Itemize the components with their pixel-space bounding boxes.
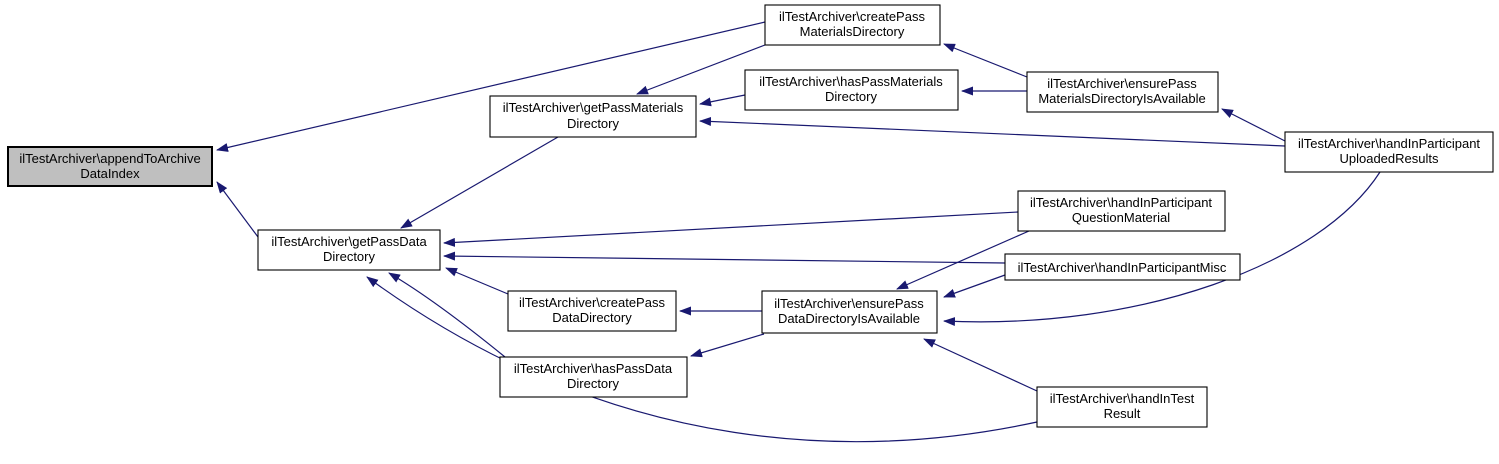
edge-createPassDataDirectory-to-getPassDataDirectory xyxy=(445,267,509,295)
edge-handInParticipantUploadedResults-to-getPassMaterialsDirectory xyxy=(699,116,1286,147)
node-ensurePassDataDirectoryIsAvailable: ilTestArchiver\ensurePass DataDirectoryI… xyxy=(761,290,938,334)
node-box-hasPassDataDirectory[interactable] xyxy=(499,356,688,398)
edge-ensurePassMaterialsDirectoryIsAvailable-to-createPassMaterialsDirectory xyxy=(943,43,1028,78)
node-box-ensurePassDataDirectoryIsAvailable[interactable] xyxy=(761,290,938,334)
node-handInParticipantQuestionMaterial: ilTestArchiver\handInParticipant Questio… xyxy=(1017,190,1226,232)
node-getPassDataDirectory: ilTestArchiver\getPassData Directory xyxy=(257,229,441,271)
node-handInParticipantUploadedResults: ilTestArchiver\handInParticipant Uploade… xyxy=(1284,131,1494,173)
edge-handInTestResult-to-getPassDataDirectory xyxy=(366,276,1038,443)
node-box-createPassDataDirectory[interactable] xyxy=(507,290,677,332)
edge-getPassDataDirectory-to-appendToArchiveDataIndex xyxy=(216,181,259,238)
node-ensurePassMaterialsDirectoryIsAvailable: ilTestArchiver\ensurePass MaterialsDirec… xyxy=(1026,71,1219,113)
edge-hasPassDataDirectory-to-getPassDataDirectory xyxy=(388,272,506,358)
node-hasPassMaterialsDirectory: ilTestArchiver\hasPassMaterials Director… xyxy=(744,69,959,111)
edge-handInParticipantUploadedResults-to-ensurePassDataDirectoryIsAvailable xyxy=(943,171,1381,326)
node-box-handInTestResult[interactable] xyxy=(1036,386,1208,428)
edge-handInParticipantQuestionMaterial-to-ensurePassDataDirectoryIsAvailable xyxy=(896,230,1030,290)
edge-createPassMaterialsDirectory-to-appendToArchiveDataIndex xyxy=(216,21,766,152)
edge-ensurePassDataDirectoryIsAvailable-to-hasPassDataDirectory xyxy=(690,333,765,358)
node-box-handInParticipantMisc[interactable] xyxy=(1004,253,1241,281)
node-box-getPassDataDirectory[interactable] xyxy=(257,229,441,271)
node-getPassMaterialsDirectory: ilTestArchiver\getPassMaterials Director… xyxy=(489,95,697,138)
node-hasPassDataDirectory: ilTestArchiver\hasPassData Directory xyxy=(499,356,688,398)
node-box-appendToArchiveDataIndex[interactable] xyxy=(7,146,213,187)
node-box-createPassMaterialsDirectory[interactable] xyxy=(764,4,941,46)
node-handInTestResult: ilTestArchiver\handInTest Result xyxy=(1036,386,1208,428)
node-createPassDataDirectory: ilTestArchiver\createPass DataDirectory xyxy=(507,290,677,332)
edge-createPassMaterialsDirectory-to-getPassMaterialsDirectory xyxy=(636,44,766,95)
node-createPassMaterialsDirectory: ilTestArchiver\createPass MaterialsDirec… xyxy=(764,4,941,46)
node-box-ensurePassMaterialsDirectoryIsAvailable[interactable] xyxy=(1026,71,1219,113)
edge-hasPassMaterialsDirectory-to-getPassMaterialsDirectory xyxy=(699,94,746,107)
node-appendToArchiveDataIndex: ilTestArchiver\appendToArchive DataIndex xyxy=(7,146,213,187)
edge-handInParticipantMisc-to-getPassDataDirectory xyxy=(443,251,1006,264)
node-box-handInParticipantUploadedResults[interactable] xyxy=(1284,131,1494,173)
edge-handInParticipantUploadedResults-to-ensurePassMaterialsDirectoryIsAvailable xyxy=(1221,108,1286,142)
node-box-getPassMaterialsDirectory[interactable] xyxy=(489,95,697,138)
edge-handInParticipantQuestionMaterial-to-getPassDataDirectory xyxy=(443,211,1019,247)
node-box-handInParticipantQuestionMaterial[interactable] xyxy=(1017,190,1226,232)
node-box-hasPassMaterialsDirectory[interactable] xyxy=(744,69,959,111)
edge-handInTestResult-to-ensurePassDataDirectoryIsAvailable xyxy=(923,338,1038,392)
node-handInParticipantMisc: ilTestArchiver\handInParticipantMisc xyxy=(1004,253,1241,281)
edge-group xyxy=(216,21,1381,443)
edge-getPassMaterialsDirectory-to-getPassDataDirectory xyxy=(400,136,559,229)
edge-handInParticipantMisc-to-ensurePassDataDirectoryIsAvailable xyxy=(943,274,1006,298)
